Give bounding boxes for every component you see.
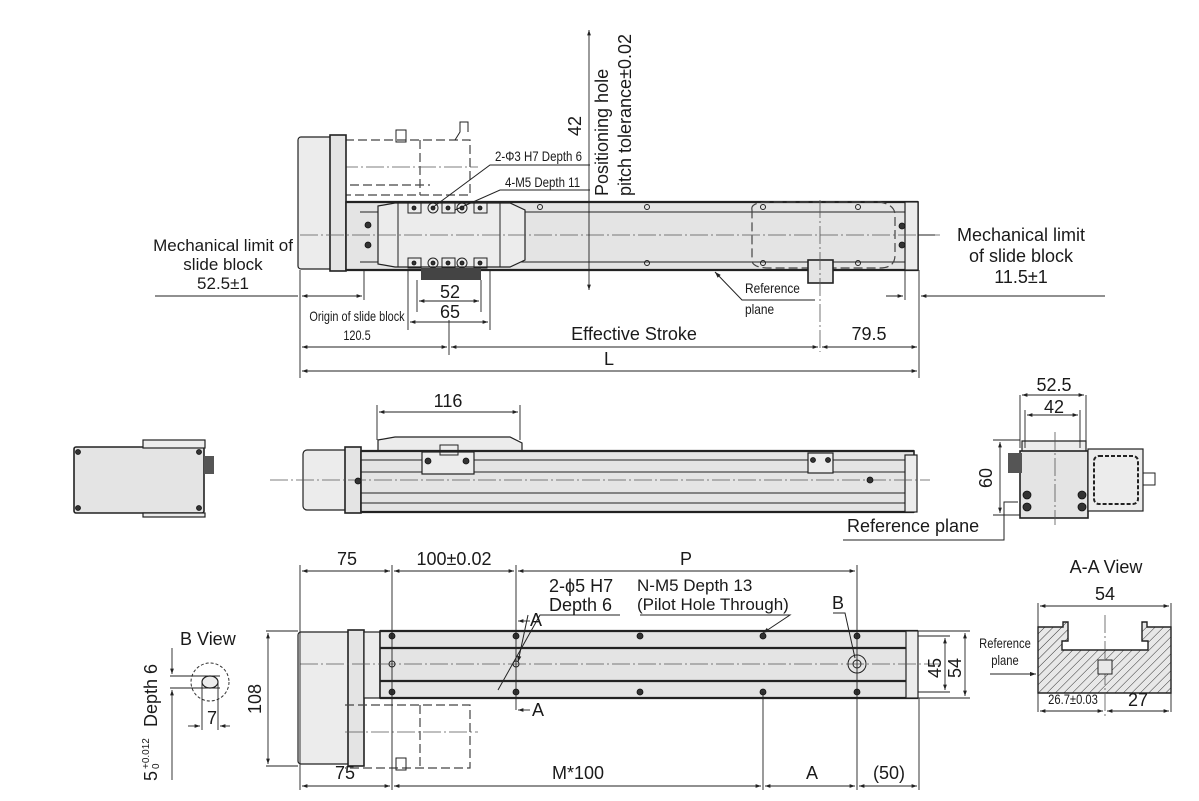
dim-100: 100±0.02 (416, 549, 492, 569)
hole-callout-phi5: 2-ϕ5 H7 Depth 6 (549, 576, 614, 615)
dim-52-5: 52.5 (1036, 375, 1072, 395)
hole-callout-nm5: N-M5 Depth 13 (Pilot Hole Through) (637, 576, 789, 614)
aa-dim-54: 54 (1094, 584, 1116, 604)
label-B: B (832, 593, 845, 613)
dim-54-bottom: 54 (945, 657, 965, 678)
dim-A: A (805, 763, 819, 783)
b-view-title: B View (180, 629, 236, 649)
dim-75-top: 75 (336, 549, 358, 569)
positioning-hole-line2: pitch tolerance±0.02 (615, 34, 635, 196)
dim-M100: M*100 (551, 763, 605, 783)
dim-116: 116 (433, 391, 463, 411)
b-view-dim-7: 7 (206, 708, 218, 728)
dim-108: 108 (245, 683, 265, 714)
end-cap-left (297, 136, 334, 270)
mech-limit-left-label: Mechanical limit of slide block 52.5±1 (153, 236, 293, 293)
coupling-housing (329, 134, 347, 272)
dim-65: 65 (439, 302, 461, 322)
effective-stroke-label: Effective Stroke (571, 324, 697, 344)
aa-dim-27: 27 (1127, 690, 1149, 710)
b-view-tol-lower: 0 (151, 763, 162, 769)
hole-callout-phi3: 2-Φ3 H7 Depth 6 (495, 148, 583, 164)
dim-50: (50) (872, 763, 906, 783)
dim-60: 60 (976, 467, 996, 488)
mech-limit-right-label: Mechanical limit of slide block 11.5±1 (956, 225, 1086, 287)
motor-outline-top (340, 121, 478, 196)
bottom-view (266, 565, 970, 790)
origin-label: Origin of slide block 120.5 (309, 308, 405, 343)
dim-79-5: 79.5 (851, 324, 887, 344)
section-A-top: A (530, 610, 543, 630)
dim-42-end: 42 (1043, 397, 1065, 417)
positioning-hole-line1: Positioning hole (592, 68, 612, 196)
side-view (270, 405, 930, 514)
aa-dim-26-7: 26.7±0.03 (1048, 691, 1098, 707)
dim-75-bottom: 75 (334, 763, 356, 783)
top-view (155, 29, 1105, 378)
dim-P: P (679, 549, 693, 569)
aa-view-title: A-A View (1069, 557, 1143, 577)
dim-L: L (603, 349, 615, 369)
slide-block-holes (407, 202, 488, 280)
dim-42-top: 42 (565, 115, 585, 136)
reference-plane-end: Reference plane (847, 516, 980, 536)
aa-section-view (990, 603, 1172, 716)
limit-sensor-top (807, 259, 834, 284)
right-end-view (843, 393, 1156, 541)
b-view-detail (170, 648, 230, 780)
dim-45: 45 (925, 657, 945, 678)
left-end-view (73, 439, 214, 518)
section-A-bottom: A (532, 700, 545, 720)
dim-52: 52 (439, 282, 461, 302)
aa-reference-plane: Reference plane (979, 635, 1031, 668)
reference-plane-top: Reference plane (745, 280, 800, 317)
hole-callout-m5: 4-M5 Depth 11 (505, 174, 581, 190)
b-view-dim-5: 5 (141, 770, 161, 781)
b-view-depth-label: Depth 6 (141, 663, 161, 727)
